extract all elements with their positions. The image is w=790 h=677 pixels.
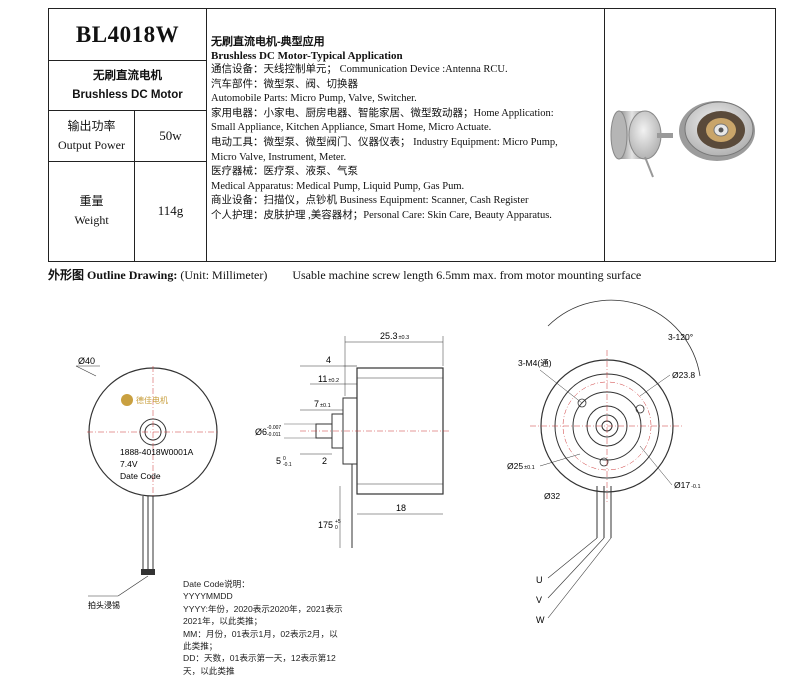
motor-photo — [610, 101, 755, 178]
logo-text: 德佳电机 — [136, 395, 168, 405]
motor-type-cn: 无刷直流电机 — [93, 69, 162, 82]
model-name: BL4018W — [48, 7, 207, 62]
spec-table: BL4018W 无刷直流电机-典型应用 Brushless DC Motor-T… — [48, 7, 776, 263]
application-line: 商业设备：扫描仪，点钞机 Business Equipment: Scanner… — [211, 195, 529, 207]
application-lines: 通信设备：天线控制单元； Communication Device :Anten… — [211, 63, 601, 224]
application-line: Automobile Parts: Micro Pump, Valve, Swi… — [211, 93, 417, 105]
lead-tol-upper: +5 — [335, 519, 341, 525]
outline-drawing: Ø40 德佳电机 1888-4018W0001A 7.4V Date Code … — [75, 299, 701, 625]
date-code-notes: Date Code说明： YYYYMMDD YYYY:年份，2020表示2020… — [183, 578, 343, 677]
side-length: 25.3±0.3 — [380, 331, 409, 341]
output-power-value: 50w — [134, 110, 207, 162]
date-code-line: 2021年，以此类推； — [183, 616, 263, 627]
outline-note: Usable machine screw length 6.5mm max. f… — [292, 268, 642, 282]
application-cell: 无刷直流电机-典型应用 Brushless DC Motor-Typical A… — [206, 8, 605, 262]
application-line: 汽车部件：微型泵、阀、切换器 — [211, 78, 358, 90]
lead-note: 拍头浸锡 — [88, 600, 120, 610]
lead-w: W — [536, 615, 545, 625]
dim-5-tol-lower: -0.1 — [283, 462, 292, 468]
weight-label: 重量 Weight — [48, 160, 135, 263]
d32-label: Ø32 — [544, 491, 560, 501]
date-code-line: 此类推； — [183, 641, 218, 652]
weight-cn: 重量 — [79, 194, 104, 209]
d25-label: Ø25±0.1 — [507, 461, 535, 471]
lead-length: 175 — [318, 520, 333, 530]
motor-photo-cell — [604, 8, 776, 262]
angle-label: 3-120° — [668, 332, 693, 342]
outline-unit: (Unit: Millimeter) — [180, 268, 268, 282]
date-code-line: DD：天数，01表示第一天，12表示第12 — [183, 653, 336, 664]
application-line: 医疗器械：医疗泵、液泵、气泵 — [211, 166, 358, 178]
dim-4: 4 — [326, 355, 331, 365]
side-view: 25.3±0.3 4 11±0.2 7±0.1 Ø6 -0.007 -0.011… — [255, 331, 450, 548]
application-title-en: Brushless DC Motor-Typical Application — [211, 50, 403, 62]
motor-side-photo — [610, 110, 673, 178]
motor-rear-photo — [679, 101, 755, 161]
date-code-line: MM：月份，01表示1月，02表示2月，以 — [183, 628, 338, 639]
lead-terminals — [141, 569, 155, 575]
application-line: 家用电器：小家电、厨房电器、智能家居、微型致动器；Home Applicatio… — [211, 107, 554, 119]
motor-type-cell: 无刷直流电机 Brushless DC Motor — [48, 60, 207, 112]
lead-tol-lower: 0 — [335, 525, 338, 531]
holes-label: 3-M4(通) — [518, 358, 552, 368]
weight-value: 114g — [134, 160, 207, 263]
dim-5: 5 — [276, 456, 281, 466]
output-power-en: Output Power — [58, 138, 125, 153]
application-line: Small Appliance, Kitchen Appliance, Smar… — [211, 122, 492, 134]
rear-view: 3-120° U V W 3-M4(通) Ø23.8 Ø25±0.1 Ø32 — [507, 299, 701, 625]
application-line: Micro Valve, Instrument, Meter. — [211, 151, 347, 163]
part-number: 1888-4018W0001A — [120, 447, 194, 457]
dim-5-tol-upper: 0 — [283, 456, 286, 462]
application-line: 电动工具：微型泵、微型阀门、仪器仪表； Industry Equipment: … — [211, 136, 558, 148]
front-view: Ø40 德佳电机 1888-4018W0001A 7.4V Date Code … — [75, 356, 219, 610]
application-line: 通信设备：天线控制单元； Communication Device :Anten… — [211, 64, 508, 75]
voltage-label: 7.4V — [120, 459, 138, 469]
d238-label: Ø23.8 — [672, 370, 695, 380]
outline-title-en: Outline Drawing: — [87, 268, 178, 282]
date-code-title: Date Code说明： — [183, 579, 250, 589]
dim-2: 2 — [322, 456, 327, 466]
application-line: Medical Apparatus: Medical Pump, Liquid … — [211, 180, 465, 192]
shaft-tol-lower: -0.011 — [267, 432, 281, 438]
d17-label: Ø17-0.1 — [674, 480, 701, 490]
logo-icon — [121, 394, 133, 406]
date-code-line: YYYYMMDD — [183, 591, 233, 602]
lead-u: U — [536, 575, 543, 585]
shaft-diameter: Ø6 — [255, 427, 267, 437]
date-code-line: YYYY:年份，2020表示2020年，2021表示 — [183, 603, 343, 614]
outline-heading: 外形图 Outline Drawing: (Unit: Millimeter) … — [48, 266, 641, 283]
output-power-cn: 输出功率 — [67, 119, 116, 134]
outline-title-cn: 外形图 — [48, 268, 85, 282]
date-code-label: Date Code — [120, 471, 161, 481]
application-line: 个人护理：皮肤护理 ,美容器材；Personal Care: Skin Care… — [211, 209, 552, 221]
motor-type-en: Brushless DC Motor — [72, 88, 183, 101]
output-power-label: 输出功率 Output Power — [48, 110, 135, 162]
lead-v: V — [536, 595, 542, 605]
dim-7: 7±0.1 — [314, 399, 331, 409]
dim-11: 11±0.2 — [318, 374, 339, 384]
front-diameter-label: Ø40 — [78, 356, 95, 366]
application-title-cn: 无刷直流电机-典型应用 — [211, 36, 325, 48]
weight-en: Weight — [74, 213, 109, 228]
shaft-tol-upper: -0.007 — [267, 425, 281, 431]
date-code-line: 天，以此类推 — [183, 665, 235, 676]
dim-18: 18 — [396, 503, 406, 513]
